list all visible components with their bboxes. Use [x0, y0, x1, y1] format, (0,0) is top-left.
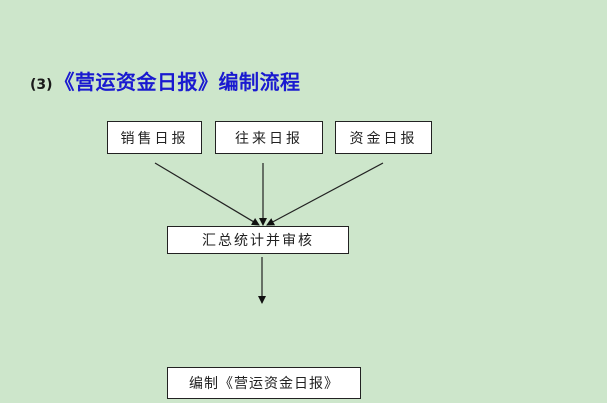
arrow-funds-to-summary — [266, 162, 384, 226]
node-sales-daily: 销售日报 — [107, 121, 202, 154]
diagram-title: (3) 《营运资金日报》编制流程 — [30, 66, 301, 96]
arrow-sales-to-summary — [154, 162, 260, 226]
node-accounts-daily: 往来日报 — [215, 121, 323, 154]
title-text: 《营运资金日报》编制流程 — [54, 70, 301, 94]
node-funds-daily: 资金日报 — [335, 121, 432, 154]
title-number: (3) — [30, 77, 53, 93]
node-compile-report: 编制《营运资金日报》 — [167, 367, 361, 399]
node-summarize-review: 汇总统计并审核 — [167, 226, 349, 254]
